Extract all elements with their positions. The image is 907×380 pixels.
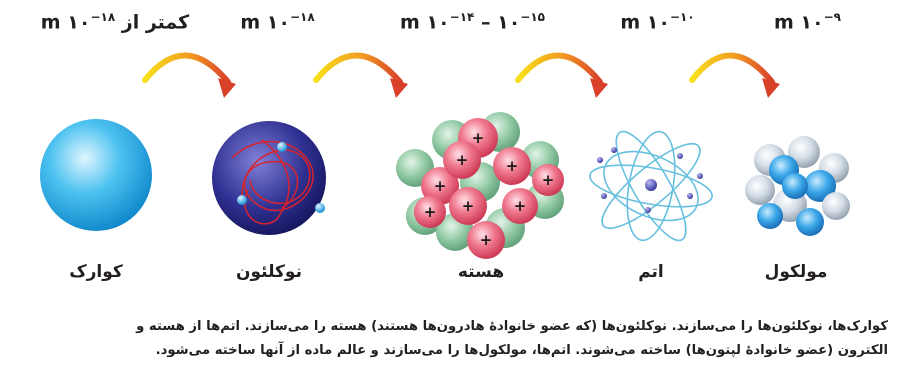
proton [493, 147, 531, 185]
atom-particles [597, 147, 703, 213]
proton-sign: + [472, 129, 485, 147]
scale-nucleus-exp2: −۱۴ [449, 10, 475, 24]
proton [443, 141, 481, 179]
scale-nucleus-base2: ۱۰ [426, 11, 450, 34]
scale-nucleus-dash: – [480, 11, 491, 34]
arrow-3 [515, 52, 608, 98]
scale-nucleon-unit: m [240, 11, 261, 34]
nucleus-cluster: +++++++++ [396, 112, 564, 259]
caption: کوارک‌ها، نوکلئون‌ها را می‌سازند. نوکلئو… [20, 315, 888, 363]
scale-molecule-unit: m [773, 11, 794, 34]
scale-nucleus: m ۱۰−۱۴ – ۱۰−۱۵ [375, 10, 570, 33]
scale-atom-base: ۱۰ [646, 11, 670, 34]
label-atom: اتم [638, 262, 664, 282]
scale-quark-exp: −۱۸ [90, 10, 116, 24]
proton [449, 187, 487, 225]
arrow-1 [142, 52, 236, 98]
proton-sign: + [506, 157, 519, 175]
quark-sphere [40, 119, 152, 231]
proton-sign: + [480, 231, 493, 249]
scale-quark: کمتر از m ۱۰−۱۸ [20, 10, 210, 33]
scale-quark-unit: m [40, 11, 61, 34]
proton-sign: + [434, 177, 447, 195]
scale-molecule-base: ۱۰ [800, 11, 824, 34]
label-nucleon: نوکلئون [236, 262, 302, 282]
caption-line-1: کوارک‌ها، نوکلئون‌ها را می‌سازند. نوکلئو… [136, 319, 888, 334]
scale-nucleon: m ۱۰−۱۸ [230, 10, 325, 33]
proton [421, 167, 459, 205]
proton-sign: + [456, 151, 469, 169]
label-molecule: مولکول [764, 262, 828, 282]
proton [467, 221, 505, 259]
caption-line-2: الکترون (عضو خانوادهٔ لپتون‌ها) ساخته می… [155, 343, 888, 358]
scale-nucleus-exp: −۱۵ [520, 10, 545, 24]
arrow-4 [689, 52, 780, 98]
nucleon-sphere [212, 121, 326, 235]
scale-nucleus-unit: m [400, 11, 420, 34]
label-nucleus: هسته [457, 262, 505, 282]
scale-nucleon-base: ۱۰ [266, 11, 290, 34]
proton-sign: + [542, 171, 555, 189]
label-quark: کوارک [69, 262, 123, 282]
scale-atom: m ۱۰−۱۰ [610, 10, 705, 33]
scale-molecule: m ۱۰−۹ [760, 10, 855, 33]
proton-sign: + [462, 197, 475, 215]
atom-orbits [589, 130, 713, 242]
scale-atom-unit: m [620, 11, 641, 34]
proton-sign: + [514, 197, 527, 215]
proton [502, 188, 538, 224]
proton [414, 196, 446, 228]
scale-nucleon-exp: −۱۸ [289, 10, 315, 24]
scale-molecule-exp: −۹ [823, 10, 842, 24]
scale-quark-base: ۱۰ [67, 11, 91, 34]
molecule-cluster [745, 136, 850, 236]
proton [532, 164, 564, 196]
proton-sign: + [424, 203, 437, 221]
scale-atom-exp: −۱۰ [669, 10, 695, 24]
scale-nucleus-base: ۱۰ [497, 11, 521, 34]
scale-quark-prefix: کمتر از [121, 11, 190, 34]
arrow-2 [313, 52, 408, 98]
